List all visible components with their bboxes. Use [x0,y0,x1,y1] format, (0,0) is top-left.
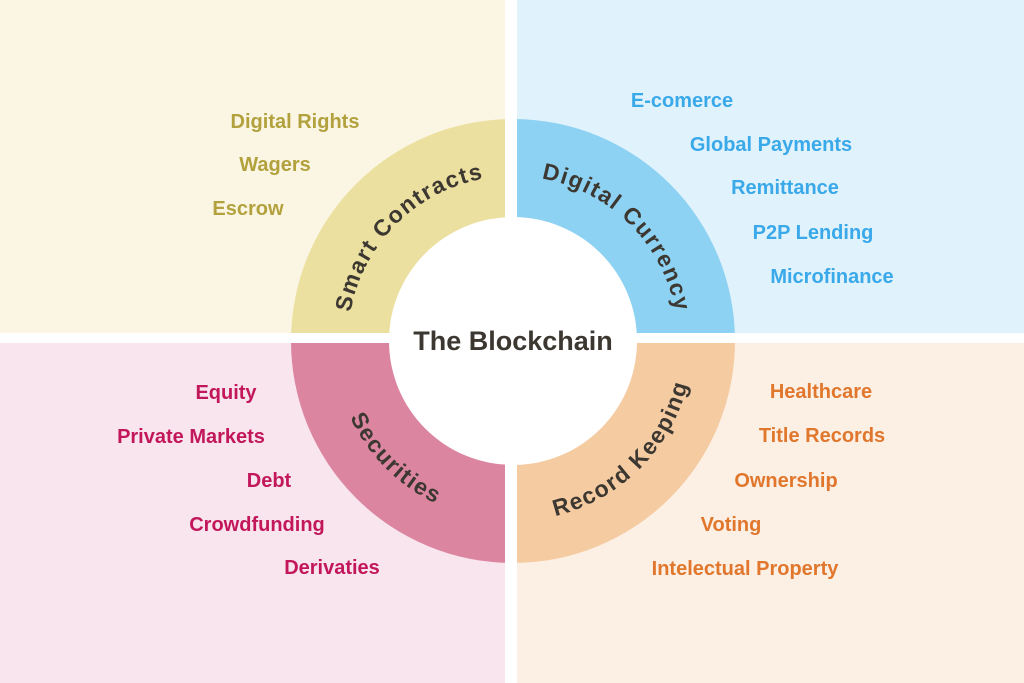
item-label-global-payments: Global Payments [689,134,853,156]
item-label-intelectual-property: Intelectual Property [651,558,839,580]
item-label-remittance: Remittance [731,177,839,199]
item-label-escrow: Escrow [212,198,284,220]
item-label-e-comerce: E-comerce [630,90,734,112]
item-label-microfinance: Microfinance [770,266,894,288]
item-label-healthcare: Healthcare [769,381,873,403]
center-circle [389,217,637,465]
item-label-private-markets: Private Markets [117,426,265,448]
item-label-voting: Voting [700,514,762,536]
item-label-equity: Equity [195,382,257,404]
item-label-derivaties: Derivaties [284,557,380,579]
item-label-digital-rights: Digital Rights [230,111,360,133]
item-label-ownership: Ownership [734,470,838,492]
diagram-title: The Blockchain [413,326,613,356]
item-label-p2p-lending: P2P Lending [752,222,874,244]
item-label-crowdfunding: Crowdfunding [189,514,325,536]
item-label-wagers: Wagers [239,154,311,176]
item-label-title-records: Title Records [758,425,886,447]
item-label-debt: Debt [246,470,292,492]
